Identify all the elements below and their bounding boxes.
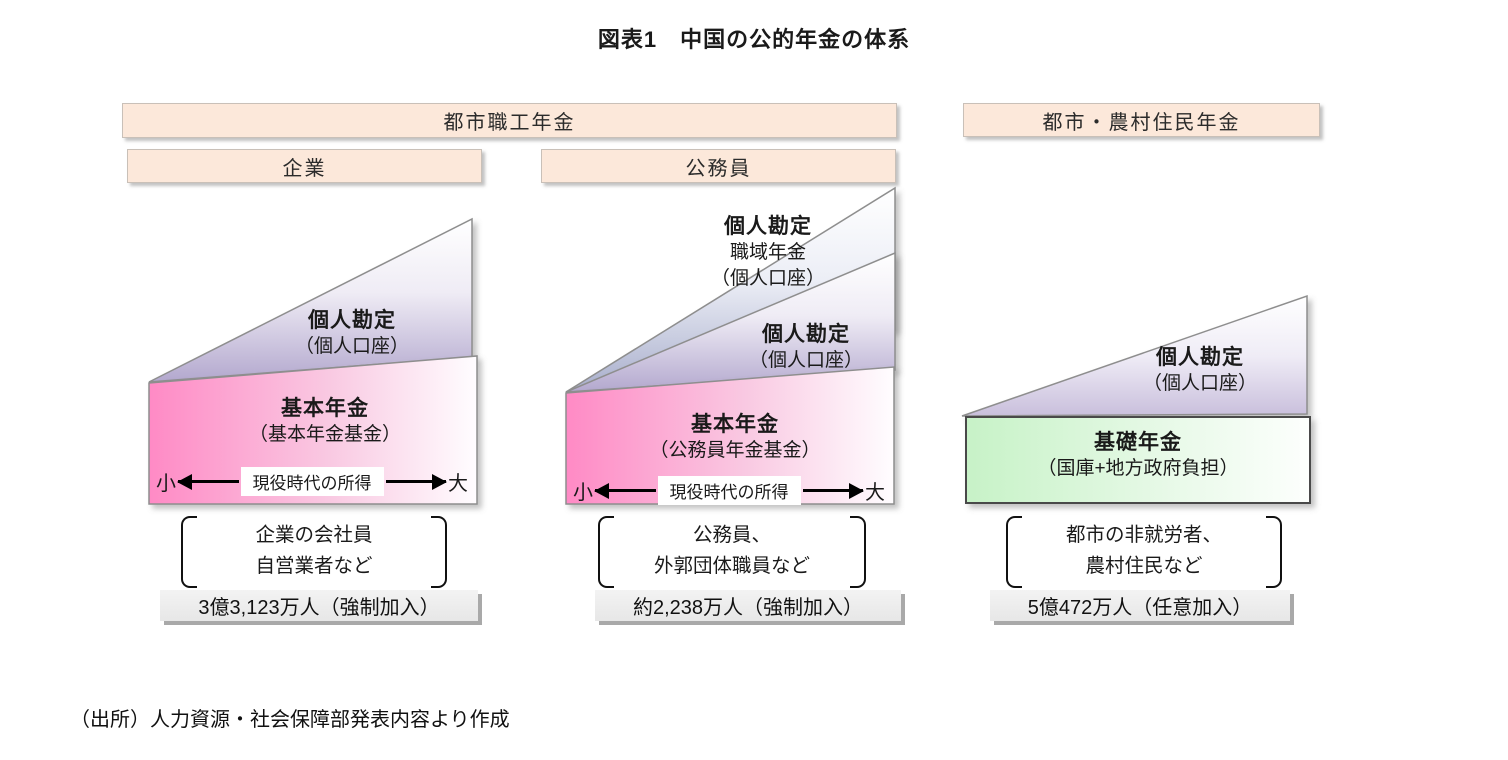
enterprise-axis-label: 現役時代の所得 — [240, 467, 384, 496]
source-note: （出所）人力資源・社会保障部発表内容より作成 — [70, 709, 510, 731]
header-urban-worker-pension: 都市職工年金 — [122, 103, 897, 138]
civil-servant-box-label: 基本年金 （公務員年金基金） — [625, 411, 845, 464]
civil-servant-axis-label: 現役時代の所得 — [657, 476, 801, 505]
left-bracket-icon — [1006, 516, 1022, 588]
left-bracket-icon — [181, 516, 197, 588]
enterprise-box-title: 基本年金 — [281, 397, 369, 420]
enterprise-box-label: 基本年金 （基本年金基金） — [215, 395, 435, 448]
enterprise-triangle-subtitle: （個人口座） — [294, 336, 409, 357]
resident-count-bar: 5億472万人（任意加入） — [990, 590, 1290, 621]
civil-servant-target-line2: 外郭団体職員など — [653, 555, 810, 577]
left-bracket-icon — [598, 516, 614, 588]
enterprise-target-line2: 自営業者など — [255, 555, 373, 577]
civil-servant-axis-small: 小 — [573, 482, 593, 504]
civil-servant-income-axis: 小 現役時代の所得 大 — [573, 476, 885, 505]
enterprise-target-line1: 企業の会社員 — [255, 524, 373, 546]
header-urban-worker-pension-label: 都市職工年金 — [443, 112, 576, 134]
resident-triangle-title: 個人勘定 — [1156, 346, 1244, 369]
civil-servant-target-group: 公務員、 外郭団体職員など — [598, 516, 866, 588]
right-arrow-icon — [385, 473, 447, 490]
right-bracket-icon — [1266, 516, 1282, 588]
civil-servant-back-triangle-line2: 職域年金 — [729, 242, 806, 263]
right-bracket-icon — [431, 516, 447, 588]
enterprise-count-label: 3億3,123万人（強制加入） — [198, 597, 440, 619]
enterprise-count-bar: 3億3,123万人（強制加入） — [160, 590, 478, 621]
civil-servant-count-label: 約2,238万人（強制加入） — [632, 597, 864, 619]
civil-servant-box-subtitle: （公務員年金基金） — [649, 440, 821, 461]
left-arrow-icon — [177, 473, 239, 490]
enterprise-target-group: 企業の会社員 自営業者など — [181, 516, 447, 588]
resident-target-group: 都市の非就労者、 農村住民など — [1006, 516, 1282, 588]
enterprise-axis-small: 小 — [156, 473, 176, 495]
civil-servant-axis-large: 大 — [865, 482, 885, 504]
right-arrow-icon — [802, 482, 864, 499]
right-bracket-icon — [850, 516, 866, 588]
resident-box-subtitle: （国庫+地方政府負担） — [1037, 458, 1239, 479]
civil-servant-back-triangle-label: 個人勘定 職域年金 （個人口座） — [658, 213, 878, 292]
figure-title: 図表1 中国の公的年金の体系 — [597, 27, 911, 52]
enterprise-triangle-label: 個人勘定 （個人口座） — [242, 307, 462, 360]
resident-triangle-label: 個人勘定 （個人口座） — [1090, 344, 1310, 397]
civil-servant-target-text: 公務員、 外郭団体職員など — [614, 516, 850, 588]
resident-triangle-subtitle: （個人口座） — [1142, 373, 1257, 394]
resident-target-line1: 都市の非就労者、 — [1065, 524, 1222, 546]
resident-box-title: 基礎年金 — [1094, 431, 1182, 454]
civil-servant-box-title: 基本年金 — [691, 413, 779, 436]
enterprise-axis-large: 大 — [448, 473, 468, 495]
header-urban-rural-resident-pension: 都市・農村住民年金 — [963, 103, 1320, 137]
civil-servant-count-bar: 約2,238万人（強制加入） — [595, 590, 901, 621]
civil-servant-front-triangle-title: 個人勘定 — [762, 323, 850, 346]
resident-count-label: 5億472万人（任意加入） — [1027, 597, 1253, 619]
resident-target-line2: 農村住民など — [1085, 555, 1203, 577]
civil-servant-front-triangle-label: 個人勘定 （個人口座） — [696, 321, 916, 374]
civil-servant-target-line1: 公務員、 — [692, 524, 771, 546]
header-enterprise: 企業 — [127, 149, 482, 183]
resident-target-text: 都市の非就労者、 農村住民など — [1022, 516, 1266, 588]
header-civil-servant-label: 公務員 — [685, 157, 752, 180]
header-enterprise-label: 企業 — [282, 157, 327, 180]
civil-servant-front-triangle-subtitle: （個人口座） — [748, 350, 863, 371]
enterprise-box-subtitle: （基本年金基金） — [248, 424, 401, 445]
resident-box-label: 基礎年金 （国庫+地方政府負担） — [1018, 429, 1258, 482]
enterprise-income-axis: 小 現役時代の所得 大 — [156, 467, 468, 496]
header-urban-rural-resident-pension-label: 都市・農村住民年金 — [1042, 111, 1241, 134]
enterprise-triangle-title: 個人勘定 — [308, 309, 396, 332]
header-civil-servant: 公務員 — [541, 149, 896, 183]
civil-servant-back-triangle-subtitle: （個人口座） — [710, 268, 825, 289]
left-arrow-icon — [594, 482, 656, 499]
enterprise-target-text: 企業の会社員 自営業者など — [197, 516, 431, 588]
civil-servant-back-triangle-title: 個人勘定 — [724, 215, 812, 238]
